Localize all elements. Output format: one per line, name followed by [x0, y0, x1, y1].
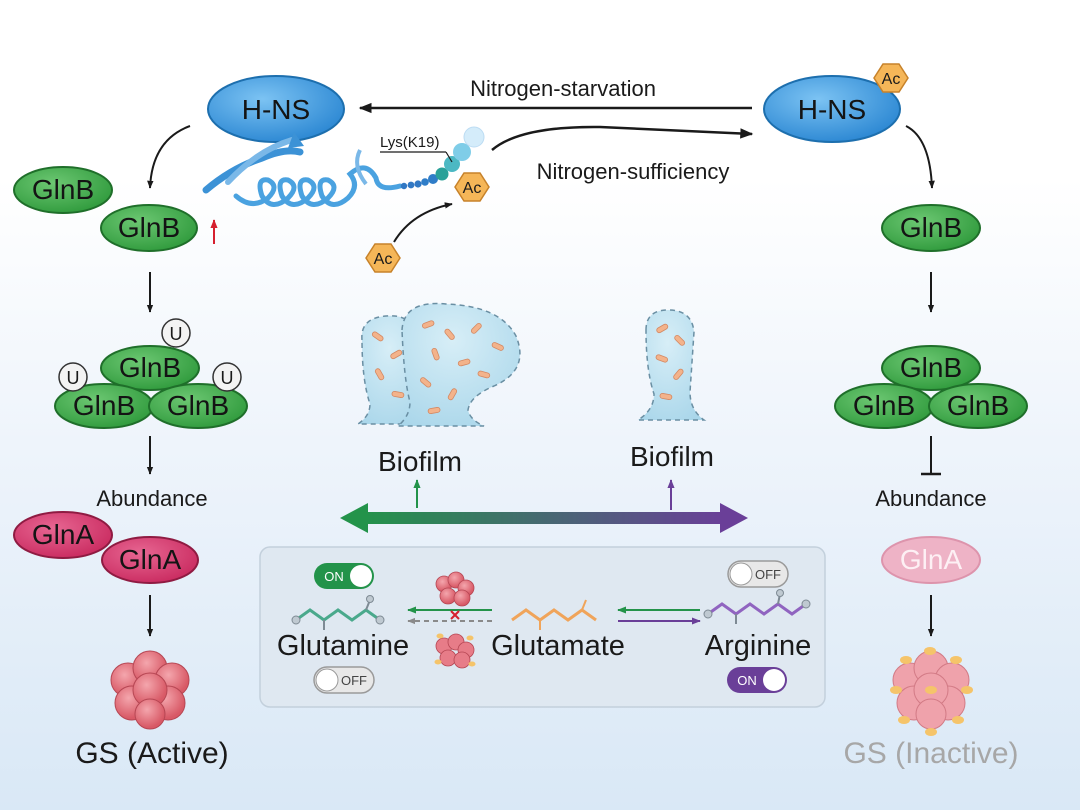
glnb-left-trimer: GlnB GlnB GlnB	[54, 345, 248, 429]
left-abundance-label: Abundance	[96, 486, 207, 511]
left-trimer-right-label: GlnB	[167, 390, 229, 421]
right-hns-to-glnb-arrow	[905, 125, 935, 189]
green-purple-double-arrow	[340, 503, 748, 533]
glnb-right-label: GlnB	[900, 212, 962, 243]
glna-right-faded: GlnA	[881, 536, 981, 584]
sufficiency-arrow	[491, 125, 754, 151]
right-abundance-label: Abundance	[875, 486, 986, 511]
uridylyl-tag-top: U	[161, 318, 191, 348]
glnb-right-trimer: GlnB GlnB GlnB	[834, 345, 1028, 429]
acetylation-arrow	[393, 202, 453, 243]
right-trimer-left-label: GlnB	[853, 390, 915, 421]
glutamine-off-switch-label: OFF	[341, 673, 367, 688]
hns-left-oval: H-NS	[207, 75, 345, 143]
arginine-label: Arginine	[705, 630, 811, 662]
sufficiency-label: Nitrogen-sufficiency	[537, 159, 730, 184]
right-trimer-top-label: GlnB	[900, 352, 962, 383]
arginine-off-switch-label: OFF	[755, 567, 781, 582]
ac-tag-free: Ac	[365, 243, 401, 273]
right-trimer-right-label: GlnB	[947, 390, 1009, 421]
glutamine-on-switch[interactable]: ON	[314, 563, 374, 589]
biofilm-right-illustration	[635, 309, 707, 421]
glutamate-molecule	[511, 599, 597, 630]
left-trimer-top-label: GlnB	[119, 352, 181, 383]
glnb-left-back-label: GlnB	[32, 174, 94, 205]
arginine-off-switch[interactable]: OFF	[727, 560, 789, 588]
biofilm-left-label: Biofilm	[378, 446, 462, 477]
gs-small-active-icon	[435, 571, 475, 607]
glnb-left-front-label: GlnB	[118, 212, 180, 243]
glnb-right: GlnB	[881, 204, 981, 252]
gs-small-inactive-icon	[434, 633, 476, 669]
glna-right-label: GlnA	[900, 544, 963, 575]
metabolism-panel	[259, 546, 826, 708]
u-left-label: U	[67, 368, 80, 388]
ac-on-chain-label: Ac	[463, 180, 482, 197]
gs-active-complex	[110, 650, 190, 730]
glutamate-label: Glutamate	[491, 630, 625, 662]
glutamine-molecule	[291, 595, 385, 630]
ac-tag-right: Ac	[873, 63, 909, 93]
glnb-left-back: GlnB	[13, 166, 113, 214]
left-hns-to-glnb-arrow	[147, 125, 191, 189]
biofilm-right-label: Biofilm	[630, 441, 714, 472]
glna-left-front-label: GlnA	[119, 544, 182, 575]
hns-left-label: H-NS	[242, 94, 310, 125]
ac-free-label: Ac	[374, 251, 393, 268]
glutamine-label: Glutamine	[277, 630, 409, 662]
glna-left: GlnA GlnA	[13, 511, 199, 584]
starvation-label: Nitrogen-starvation	[470, 76, 656, 101]
arginine-molecule	[703, 589, 811, 624]
arginine-on-switch[interactable]: ON	[727, 667, 787, 693]
u-right-label: U	[221, 368, 234, 388]
lys-pointer	[445, 151, 453, 163]
glutamine-off-switch[interactable]: OFF	[313, 666, 375, 694]
glna-left-back-label: GlnA	[32, 519, 95, 550]
arginine-on-switch-label: ON	[737, 673, 757, 688]
hns-right-oval: H-NS	[763, 75, 901, 143]
left-trimer-left-label: GlnB	[73, 390, 135, 421]
ac-tag-on-chain: Ac	[454, 172, 490, 202]
uridylyl-tag-left: U	[58, 362, 88, 392]
gs-inactive-complex	[890, 647, 973, 736]
hns-protein-structure	[202, 126, 485, 207]
glutamine-on-switch-label: ON	[324, 569, 344, 584]
blocked-x-icon	[450, 610, 460, 620]
gs-inactive-label: GS (Inactive)	[843, 737, 1018, 770]
lys-label: Lys(K19)	[380, 134, 439, 151]
glnb-left-front: GlnB	[100, 204, 198, 252]
ac-tag-right-label: Ac	[882, 71, 901, 88]
biofilm-left-illustration	[355, 302, 521, 427]
gs-active-label: GS (Active)	[75, 737, 228, 770]
hns-right-label: H-NS	[798, 94, 866, 125]
u-top-label: U	[170, 324, 183, 344]
uridylyl-tag-right: U	[212, 362, 242, 392]
